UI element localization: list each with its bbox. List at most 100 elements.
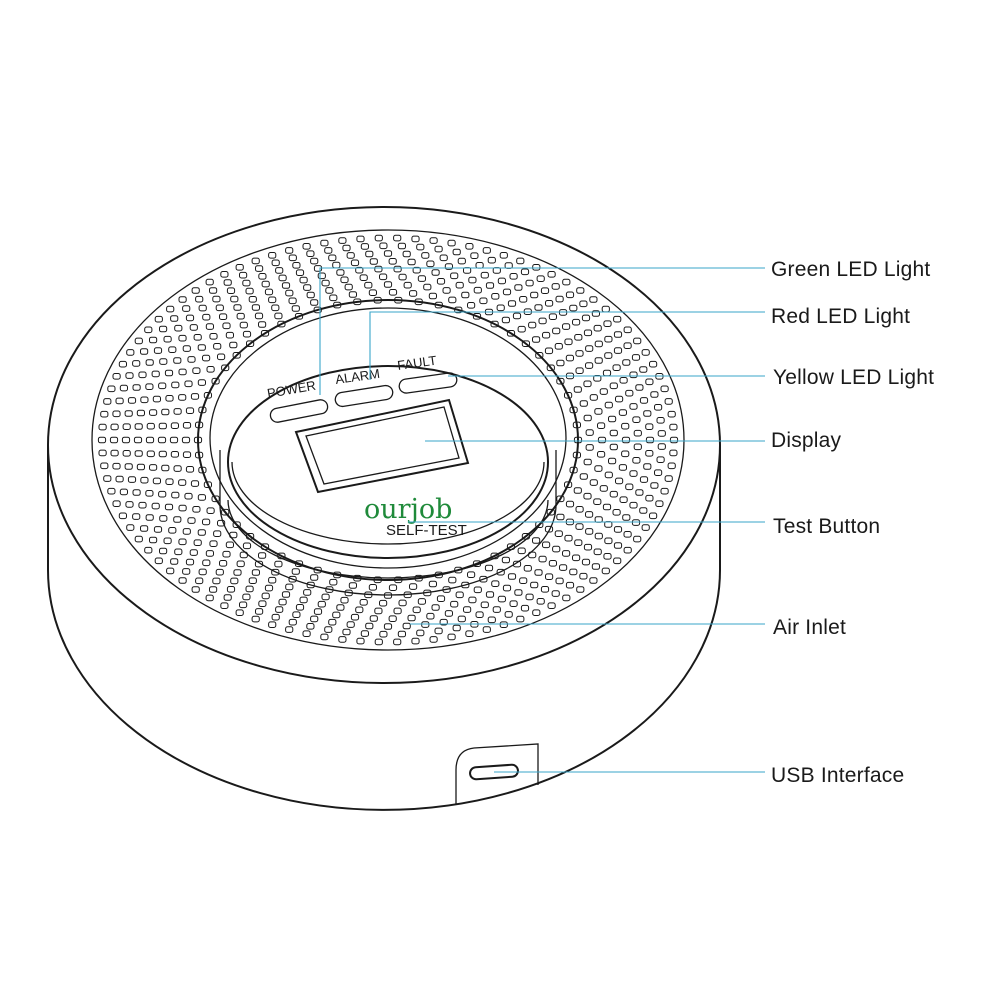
air-inlet-hole (159, 515, 168, 522)
air-inlet-hole (171, 491, 180, 499)
air-inlet-hole (657, 430, 666, 437)
air-inlet-hole (564, 392, 573, 399)
air-inlet-hole (565, 291, 575, 299)
air-inlet-hole (426, 260, 435, 268)
air-inlet-hole (368, 584, 377, 591)
air-inlet-hole (161, 408, 170, 416)
air-inlet-hole (306, 250, 315, 257)
air-inlet-hole (594, 532, 603, 540)
air-inlet-hole (499, 252, 508, 259)
self-test-button[interactable]: ourjob SELF-TEST (364, 494, 467, 539)
air-inlet-hole (325, 287, 334, 294)
air-inlet-hole (126, 349, 135, 356)
air-inlet-hole (434, 627, 443, 635)
air-inlet-hole (383, 281, 393, 288)
air-inlet-hole (145, 514, 154, 521)
air-inlet-hole (585, 511, 594, 518)
air-inlet-hole (480, 271, 489, 279)
air-inlet-hole (332, 261, 341, 269)
air-inlet-hole (173, 357, 182, 364)
air-inlet-hole (645, 450, 654, 457)
air-inlet-hole (604, 471, 613, 479)
air-inlet-hole (221, 364, 230, 372)
air-inlet-hole (328, 618, 337, 626)
air-inlet-hole (166, 305, 175, 313)
air-inlet-hole (190, 480, 200, 487)
air-inlet-hole (291, 305, 300, 312)
air-inlet-hole (660, 487, 669, 495)
air-inlet-hole (565, 500, 575, 508)
air-inlet-hole (667, 410, 676, 418)
air-inlet-hole (112, 410, 121, 418)
air-inlet-hole (388, 258, 397, 265)
air-inlet-hole (635, 384, 644, 391)
air-inlet-hole (383, 250, 393, 257)
air-inlet-hole (619, 377, 628, 384)
air-inlet-hole (540, 287, 550, 294)
air-inlet-hole (547, 602, 556, 610)
air-inlet-hole (205, 550, 215, 557)
air-inlet-hole (517, 547, 526, 555)
air-inlet-hole (643, 410, 652, 417)
air-inlet-hole (374, 234, 383, 242)
air-inlet-hole (604, 352, 613, 359)
air-inlet-hole (516, 257, 525, 265)
air-inlet-hole (146, 450, 155, 458)
air-inlet-hole (536, 275, 545, 282)
air-inlet-hole (255, 608, 264, 615)
air-inlet-hole (534, 569, 543, 576)
air-inlet-hole (226, 586, 236, 593)
air-inlet-hole (185, 314, 195, 322)
air-inlet-hole (548, 560, 557, 567)
air-inlet-hole (202, 559, 211, 567)
air-inlet-hole (348, 582, 357, 589)
air-inlet-hole (491, 580, 500, 588)
air-inlet-hole (292, 262, 301, 269)
air-inlet-hole (551, 283, 560, 290)
air-inlet-hole (173, 516, 182, 523)
air-inlet-hole (631, 519, 641, 526)
air-inlet-hole (465, 243, 474, 250)
air-inlet-hole (229, 341, 238, 349)
air-inlet-hole (134, 423, 143, 430)
air-inlet-hole (255, 265, 264, 272)
air-inlet-hole (530, 581, 539, 589)
air-inlet-hole (461, 581, 470, 589)
air-inlet-hole (514, 284, 523, 291)
air-inlet-hole (125, 372, 134, 379)
air-inlet-hole (344, 283, 353, 291)
air-inlet-hole (209, 333, 218, 340)
air-inlet-hole (457, 257, 466, 265)
air-inlet-hole (118, 360, 128, 368)
air-inlet-hole (158, 422, 167, 430)
air-inlet-hole (613, 331, 623, 338)
air-inlet-hole (165, 395, 174, 402)
air-inlet-hole (631, 354, 641, 361)
air-inlet-hole (540, 586, 550, 593)
air-inlet-hole (623, 326, 632, 334)
air-inlet-hole (264, 584, 274, 592)
air-inlet-hole (475, 262, 484, 269)
air-inlet-hole (145, 490, 154, 497)
air-inlet-hole (556, 513, 565, 521)
air-inlet-hole (601, 567, 610, 575)
air-inlet-hole (209, 287, 218, 294)
air-inlet-hole (350, 613, 360, 621)
air-inlet-hole (542, 541, 551, 549)
air-inlet-hole (660, 385, 669, 393)
air-inlet-hole (618, 464, 627, 471)
air-inlet-hole (165, 478, 174, 485)
air-inlet-hole (219, 313, 228, 320)
air-inlet-hole (482, 626, 491, 633)
air-inlet-hole (215, 304, 224, 312)
callout-display: Display (771, 429, 842, 452)
air-inlet-hole (195, 295, 204, 303)
air-inlet-hole (562, 278, 571, 286)
air-inlet-hole (625, 389, 634, 397)
air-inlet-hole (551, 590, 560, 597)
air-inlet-hole (193, 334, 202, 341)
air-inlet-hole (431, 604, 440, 611)
air-inlet-hole (185, 407, 195, 414)
air-inlet-hole (239, 321, 248, 329)
air-inlet-hole (639, 507, 648, 514)
